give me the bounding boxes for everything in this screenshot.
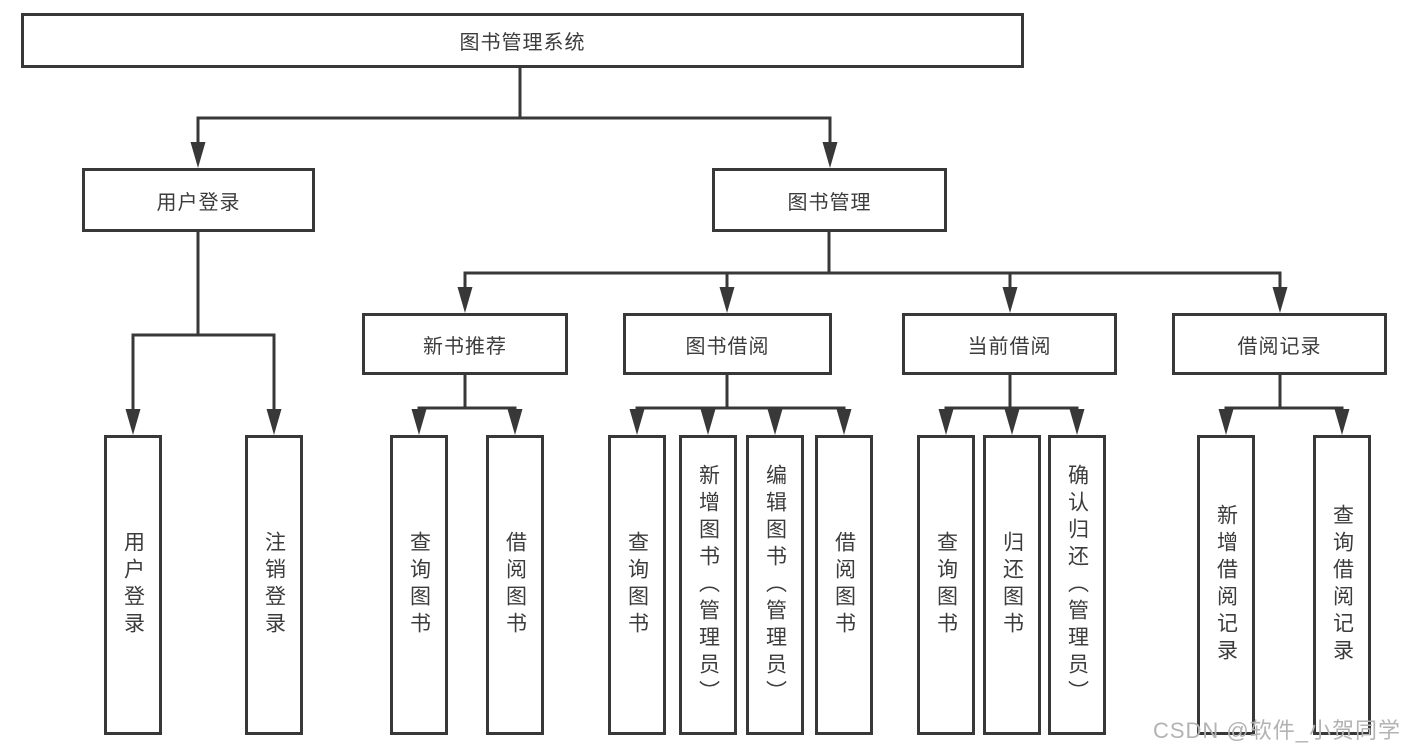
node-label: 新书推荐 — [423, 335, 507, 358]
node-new-book-recommend: 新书推荐 — [362, 313, 568, 375]
leaf-query-borrow-record: 查询借阅记录 — [1313, 435, 1371, 735]
node-library-management-system: 图书管理系统 — [21, 13, 1024, 68]
node-label: 查询图书 — [407, 531, 431, 639]
node-book-borrow: 图书借阅 — [623, 313, 832, 375]
leaf-edit-books-admin: 编辑图书（管理员） — [746, 435, 804, 735]
node-label: 图书借阅 — [685, 335, 770, 358]
node-label: 借阅图书 — [503, 531, 527, 639]
node-label: 查询图书 — [625, 531, 649, 639]
watermark: CSDN @软件_小贺同学 — [1152, 718, 1401, 743]
node-label: 用户登录 — [121, 531, 145, 639]
node-label: 当前借阅 — [967, 335, 1052, 358]
node-label: 查询借阅记录 — [1330, 504, 1354, 666]
node-borrow-records: 借阅记录 — [1172, 313, 1387, 375]
node-label: 图书管理系统 — [459, 32, 586, 54]
node-label: 图书管理 — [787, 191, 872, 214]
leaf-user-login: 用户登录 — [104, 435, 162, 735]
node-label: 借阅图书 — [832, 531, 856, 639]
node-label: 新增图书（管理员） — [696, 463, 720, 707]
node-label: 新增借阅记录 — [1214, 504, 1238, 666]
node-current-borrow: 当前借阅 — [902, 313, 1117, 375]
node-label: 确认归还（管理员） — [1065, 463, 1089, 707]
leaf-add-borrow-record: 新增借阅记录 — [1197, 435, 1255, 735]
leaf-query-books-borrow: 查询图书 — [608, 435, 666, 735]
leaf-query-books-recommend: 查询图书 — [390, 435, 448, 735]
leaf-add-books-admin: 新增图书（管理员） — [679, 435, 737, 735]
node-user-login: 用户登录 — [82, 168, 315, 232]
leaf-borrow-books: 借阅图书 — [815, 435, 873, 735]
leaf-borrow-books-recommend: 借阅图书 — [486, 435, 544, 735]
node-book-management: 图书管理 — [712, 168, 947, 232]
node-label: 查询图书 — [934, 531, 958, 639]
node-label: 借阅记录 — [1237, 335, 1322, 358]
node-label: 用户登录 — [156, 191, 241, 214]
node-label: 归还图书 — [1000, 531, 1024, 639]
leaf-query-books-current: 查询图书 — [917, 435, 975, 735]
leaf-return-books: 归还图书 — [983, 435, 1041, 735]
leaf-logout: 注销登录 — [245, 435, 303, 735]
node-label: 编辑图书（管理员） — [763, 463, 787, 707]
node-label: 注销登录 — [262, 531, 286, 639]
leaf-confirm-return-admin: 确认归还（管理员） — [1048, 435, 1106, 735]
